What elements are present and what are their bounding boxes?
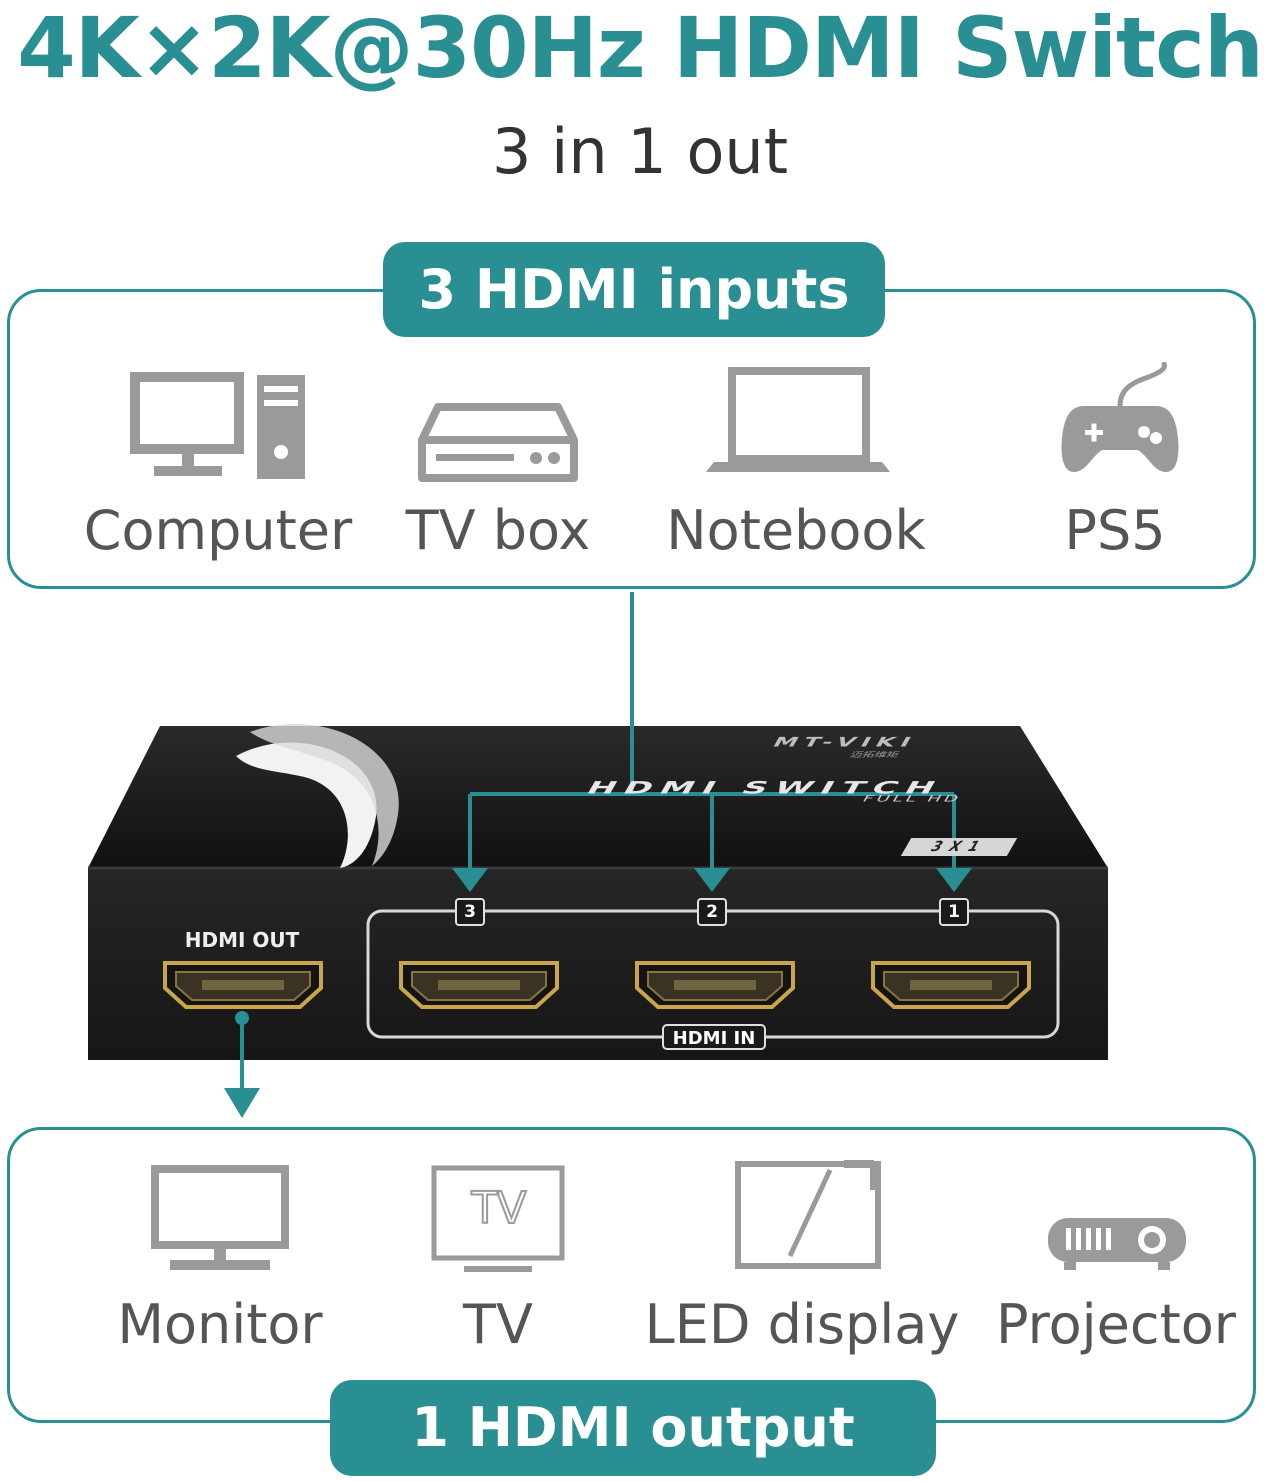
hdmi-switch-device xyxy=(0,586,1280,1126)
hdmi-in-port-1 xyxy=(870,960,1032,1010)
tv-icon-text: TV xyxy=(471,1183,528,1235)
hdmi-out-port xyxy=(162,960,324,1010)
notebook-icon xyxy=(704,366,892,476)
projector-icon xyxy=(1046,1214,1188,1272)
device-label-projector: Projector xyxy=(996,1293,1236,1356)
device-label-computer: Computer xyxy=(83,499,353,562)
tv-icon: TV xyxy=(430,1164,566,1276)
hdmi-in-port-2 xyxy=(634,960,796,1010)
device-model-badge: 3X1 xyxy=(900,838,1018,856)
device-label-notebook: Notebook xyxy=(666,499,926,562)
led-display-icon xyxy=(734,1160,882,1272)
tv-box-icon xyxy=(416,402,580,484)
monitor-icon xyxy=(150,1164,290,1272)
device-label-ps5: PS5 xyxy=(1064,499,1166,562)
computer-icon xyxy=(130,372,310,482)
page-title: 4K×2K@30Hz HDMI Switch xyxy=(17,0,1264,97)
gamepad-icon xyxy=(1058,362,1182,478)
inputs-header: 3 HDMI inputs xyxy=(383,242,885,337)
device-model-label: 3X1 xyxy=(927,839,991,855)
port-number-3: 3 xyxy=(455,898,485,926)
port-number-2: 2 xyxy=(697,898,727,926)
outputs-header: 1 HDMI output xyxy=(330,1380,936,1476)
page-subtitle: 3 in 1 out xyxy=(491,115,789,188)
device-label-tv-box: TV box xyxy=(405,499,591,562)
hdmi-out-label: HDMI OUT xyxy=(184,928,300,952)
device-label-monitor: Monitor xyxy=(117,1293,323,1356)
device-brand-sub: 迈拓维矩 xyxy=(848,750,902,759)
inputs-panel xyxy=(7,289,1256,589)
port-number-1: 1 xyxy=(939,898,969,926)
hdmi-in-port-3 xyxy=(398,960,560,1010)
device-label-led-display: LED display xyxy=(644,1293,960,1356)
outputs-panel xyxy=(7,1127,1256,1423)
device-label-tv: TV xyxy=(463,1293,533,1356)
device-name-sub: FULL HD xyxy=(860,793,964,804)
hdmi-in-label: HDMI IN xyxy=(662,1024,766,1050)
device-brand: MT-VIKI xyxy=(769,734,921,750)
